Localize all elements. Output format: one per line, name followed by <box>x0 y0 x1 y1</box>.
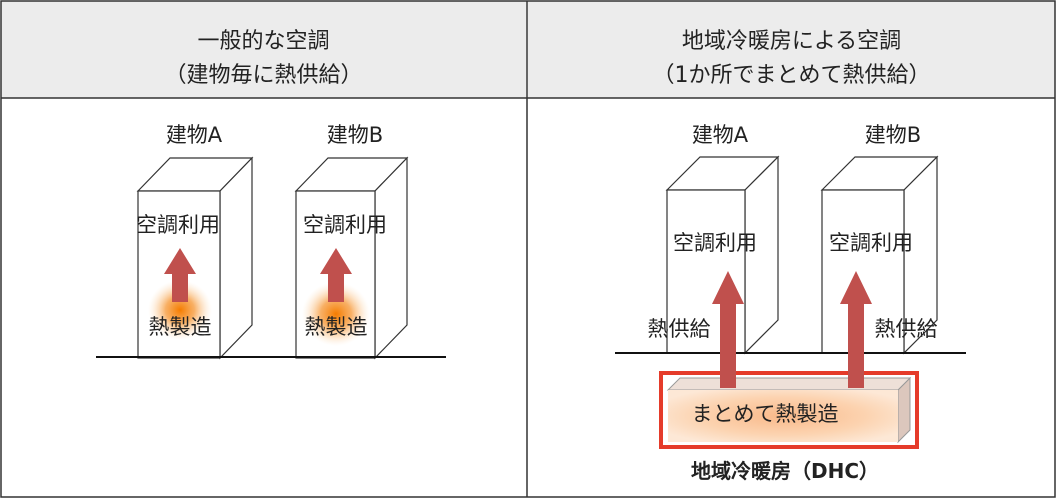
dhc-plant-label: まとめて熱製造 <box>692 402 839 426</box>
left-building-b-label: 建物B <box>327 123 383 147</box>
right-building-b <box>820 155 939 355</box>
left-building-b-production-label: 熱製造 <box>305 315 368 339</box>
right-header-title: 地域冷暖房による空調 <box>681 29 902 54</box>
left-arrow-b <box>320 248 352 302</box>
right-building-a-supply-label: 熱供給 <box>648 317 711 341</box>
dhc-caption: 地域冷暖房（DHC） <box>691 459 879 483</box>
left-header: 一般的な空調 （建物毎に熱供給） <box>1 1 526 98</box>
left-header-subtitle: （建物毎に熱供給） <box>164 63 363 88</box>
right-arrow-a <box>712 271 744 388</box>
left-building-a <box>136 156 254 360</box>
left-arrow-a <box>164 248 196 302</box>
right-building-b-label: 建物B <box>865 123 921 147</box>
left-building-a-label: 建物A <box>166 123 223 147</box>
right-header: 地域冷暖房による空調 （1か所でまとめて熱供給） <box>528 1 1055 98</box>
right-arrow-b <box>840 271 872 388</box>
right-building-a-use-label: 空調利用 <box>673 231 757 255</box>
right-building-b-use-label: 空調利用 <box>829 231 913 255</box>
left-heat-glow-b <box>302 282 370 346</box>
right-building-a-label: 建物A <box>692 123 749 147</box>
right-building-b-supply-label: 熱供給 <box>875 317 938 341</box>
left-building-a-use-label: 空調利用 <box>136 213 220 237</box>
right-header-subtitle: （1か所でまとめて熱供給） <box>652 63 931 88</box>
left-heat-glow-a <box>148 280 212 340</box>
left-building-a-production-label: 熱製造 <box>149 315 212 339</box>
left-building-b-use-label: 空調利用 <box>303 213 387 237</box>
left-header-title: 一般的な空調 <box>197 29 330 54</box>
